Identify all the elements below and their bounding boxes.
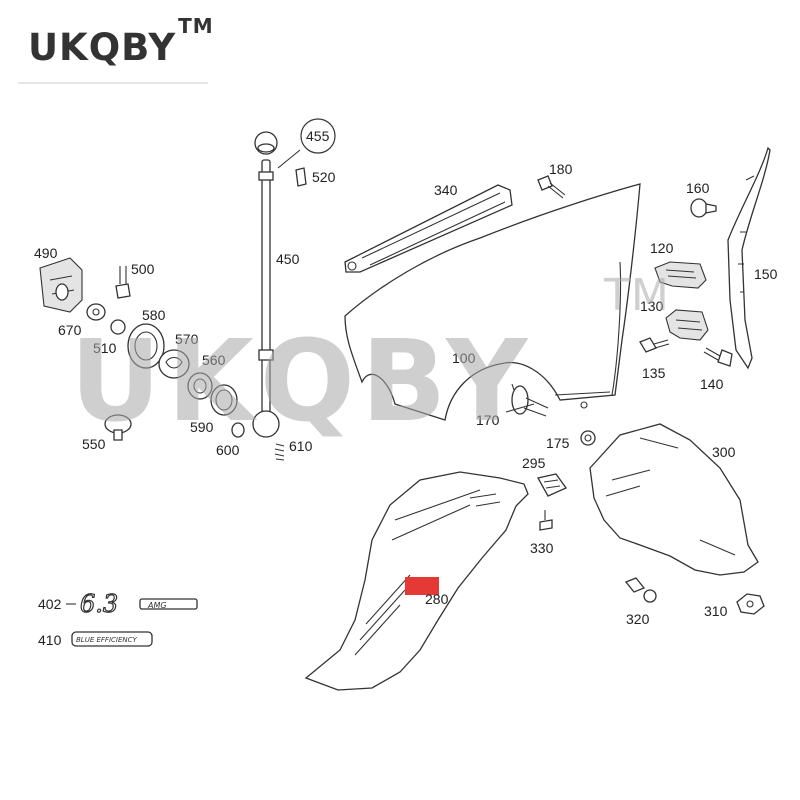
label-160: 160 [686, 180, 710, 196]
badge-402-number: 6.3 [80, 590, 118, 618]
label-330: 330 [530, 540, 554, 556]
label-130: 130 [640, 298, 664, 314]
part-560-ring[interactable] [187, 372, 213, 400]
label-570: 570 [175, 331, 199, 347]
label-560: 560 [202, 352, 226, 368]
watermark: UKQBY TM [70, 270, 669, 447]
badge-410-blueefficiency[interactable]: BLUE EFFICIENCY [71, 631, 153, 647]
callout-labels: 100 120 130 135 140 150 160 170 175 180 … [34, 128, 778, 648]
label-550: 550 [82, 436, 106, 452]
part-570-flange[interactable] [158, 349, 190, 379]
part-100-fender[interactable] [344, 183, 641, 421]
highlight-280 [405, 577, 439, 595]
label-340: 340 [434, 182, 458, 198]
brand-underline [18, 82, 208, 84]
part-120-bracket[interactable] [654, 261, 707, 289]
watermark-text: UKQBY [70, 317, 533, 447]
label-510: 510 [93, 340, 117, 356]
label-600: 600 [216, 442, 240, 458]
part-490-bracket[interactable] [39, 257, 83, 313]
part-590-ring[interactable] [210, 384, 238, 416]
part-510-bush[interactable] [110, 319, 126, 335]
part-150-seal[interactable] [727, 146, 771, 370]
label-520: 520 [312, 169, 336, 185]
label-175: 175 [546, 435, 570, 451]
label-310: 310 [704, 603, 728, 619]
watermark-tm: TM [603, 270, 669, 321]
label-500: 500 [131, 261, 155, 277]
brand-name: UKQBY [28, 26, 177, 69]
label-450: 450 [276, 251, 300, 267]
part-180-screw[interactable] [537, 175, 566, 199]
part-160-clip[interactable] [690, 198, 717, 218]
label-580: 580 [142, 307, 166, 323]
part-600-washer[interactable] [231, 422, 245, 438]
label-610: 610 [289, 438, 313, 454]
part-310-nut[interactable] [736, 593, 765, 615]
part-330-screw[interactable] [539, 510, 553, 531]
part-320-clip[interactable] [624, 577, 657, 603]
callout-455-circle [300, 118, 336, 154]
part-135-bolt[interactable] [639, 337, 670, 353]
part-500-bolt[interactable] [115, 266, 131, 299]
label-100: 100 [452, 350, 476, 366]
badge-402-amg[interactable]: 6.3 AMG [66, 589, 198, 619]
part-295-clip[interactable] [537, 473, 567, 497]
label-590: 590 [190, 419, 214, 435]
label-170: 170 [476, 412, 500, 428]
part-670-washer[interactable] [86, 303, 106, 321]
label-280: 280 [425, 591, 449, 607]
part-140-bolt[interactable] [703, 347, 733, 367]
part-450-rod[interactable] [252, 159, 280, 438]
label-320: 320 [626, 611, 650, 627]
part-455-cap[interactable] [254, 131, 301, 169]
part-175-nut[interactable] [580, 430, 596, 446]
badge-402-text: AMG [147, 601, 167, 610]
part-130-bracket[interactable] [665, 309, 709, 341]
label-670: 670 [58, 322, 82, 338]
part-550-plug[interactable] [104, 414, 132, 441]
label-180: 180 [549, 161, 573, 177]
label-150: 150 [754, 266, 778, 282]
brand-logo: UKQBYTM [28, 14, 214, 69]
part-340-strip[interactable] [344, 184, 513, 273]
label-490: 490 [34, 245, 58, 261]
brand-tm: TM [178, 13, 214, 38]
part-610-spring[interactable] [274, 443, 285, 461]
badge-410-text: BLUE EFFICIENCY [76, 636, 138, 644]
label-410: 410 [38, 632, 62, 648]
label-455: 455 [306, 128, 330, 144]
label-295: 295 [522, 455, 546, 471]
part-520-clip[interactable] [295, 167, 307, 187]
label-140: 140 [700, 376, 724, 392]
label-135: 135 [642, 365, 666, 381]
label-120: 120 [650, 240, 674, 256]
label-402: 402 [38, 596, 62, 612]
label-300: 300 [712, 444, 736, 460]
part-580-seal[interactable] [127, 323, 165, 369]
part-300-wheel-liner[interactable] [589, 423, 759, 576]
